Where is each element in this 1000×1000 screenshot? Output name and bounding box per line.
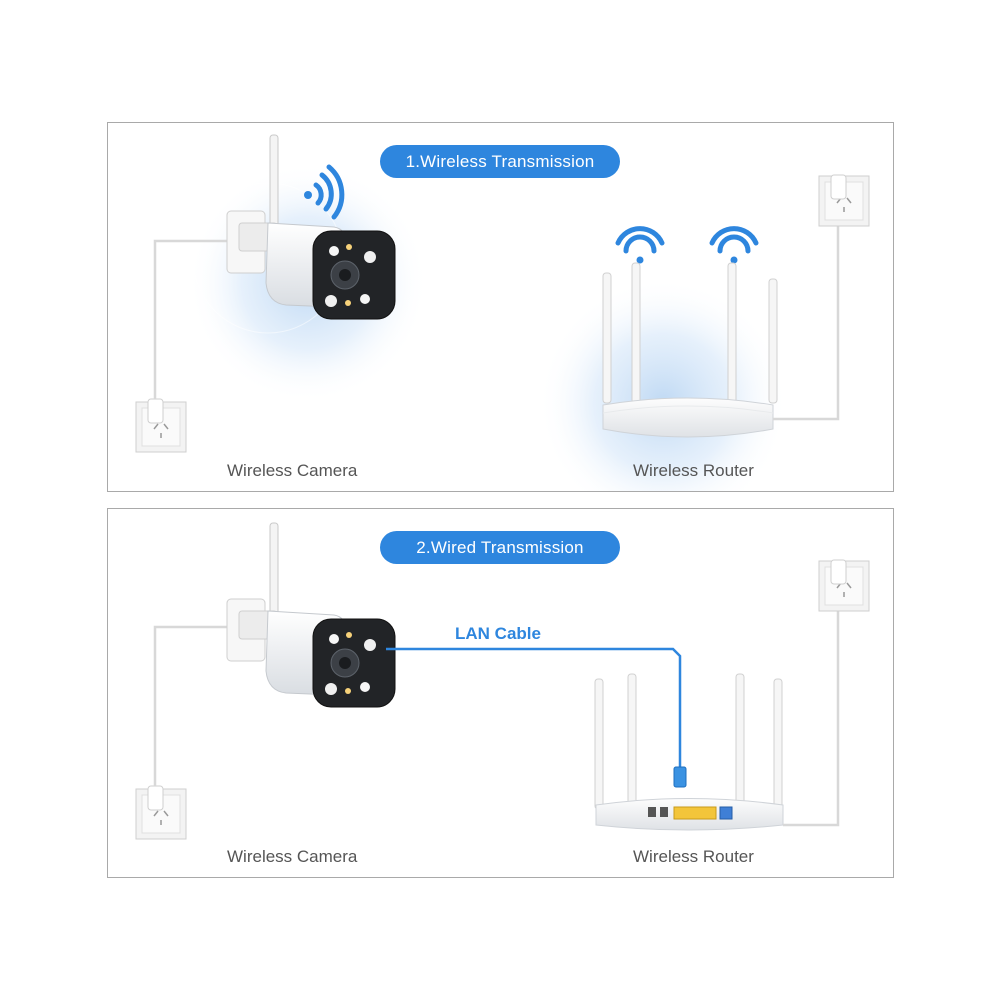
- panel-title: 1.Wireless Transmission: [380, 145, 620, 178]
- power-adapter-icon: [830, 559, 847, 585]
- camera-icon: [226, 134, 396, 320]
- wireless-transmission-panel: 1.Wireless Transmission Wireless Camera …: [107, 122, 894, 492]
- camera-power-cable: [153, 625, 233, 786]
- lan-plug: [673, 766, 687, 788]
- router-signal-glow: [538, 278, 788, 491]
- wifi-signal-icon: [709, 226, 759, 264]
- router-power-cable: [783, 607, 847, 827]
- camera-power-cable: [153, 239, 233, 399]
- camera-caption: Wireless Camera: [227, 461, 358, 480]
- camera-icon: [226, 522, 396, 708]
- camera-caption: Wireless Camera: [227, 847, 358, 866]
- lan-cable-icon: [386, 647, 682, 769]
- power-adapter-icon: [147, 398, 164, 424]
- panel-title: 2.Wired Transmission: [380, 531, 620, 564]
- router-icon: [594, 673, 784, 831]
- power-adapter-icon: [830, 174, 847, 200]
- wired-diagram-graphic: [135, 522, 870, 840]
- router-icon: [602, 262, 778, 438]
- wifi-signal-icon: [615, 226, 665, 264]
- wifi-signal-icon: [304, 164, 345, 220]
- wired-transmission-panel: 2.Wired Transmission LAN Cable Wireless …: [107, 508, 894, 878]
- lan-cable-label: LAN Cable: [455, 624, 541, 643]
- router-caption: Wireless Router: [633, 847, 754, 866]
- wireless-diagram-graphic: [135, 134, 870, 491]
- router-caption: Wireless Router: [633, 461, 754, 480]
- power-adapter-icon: [147, 785, 164, 811]
